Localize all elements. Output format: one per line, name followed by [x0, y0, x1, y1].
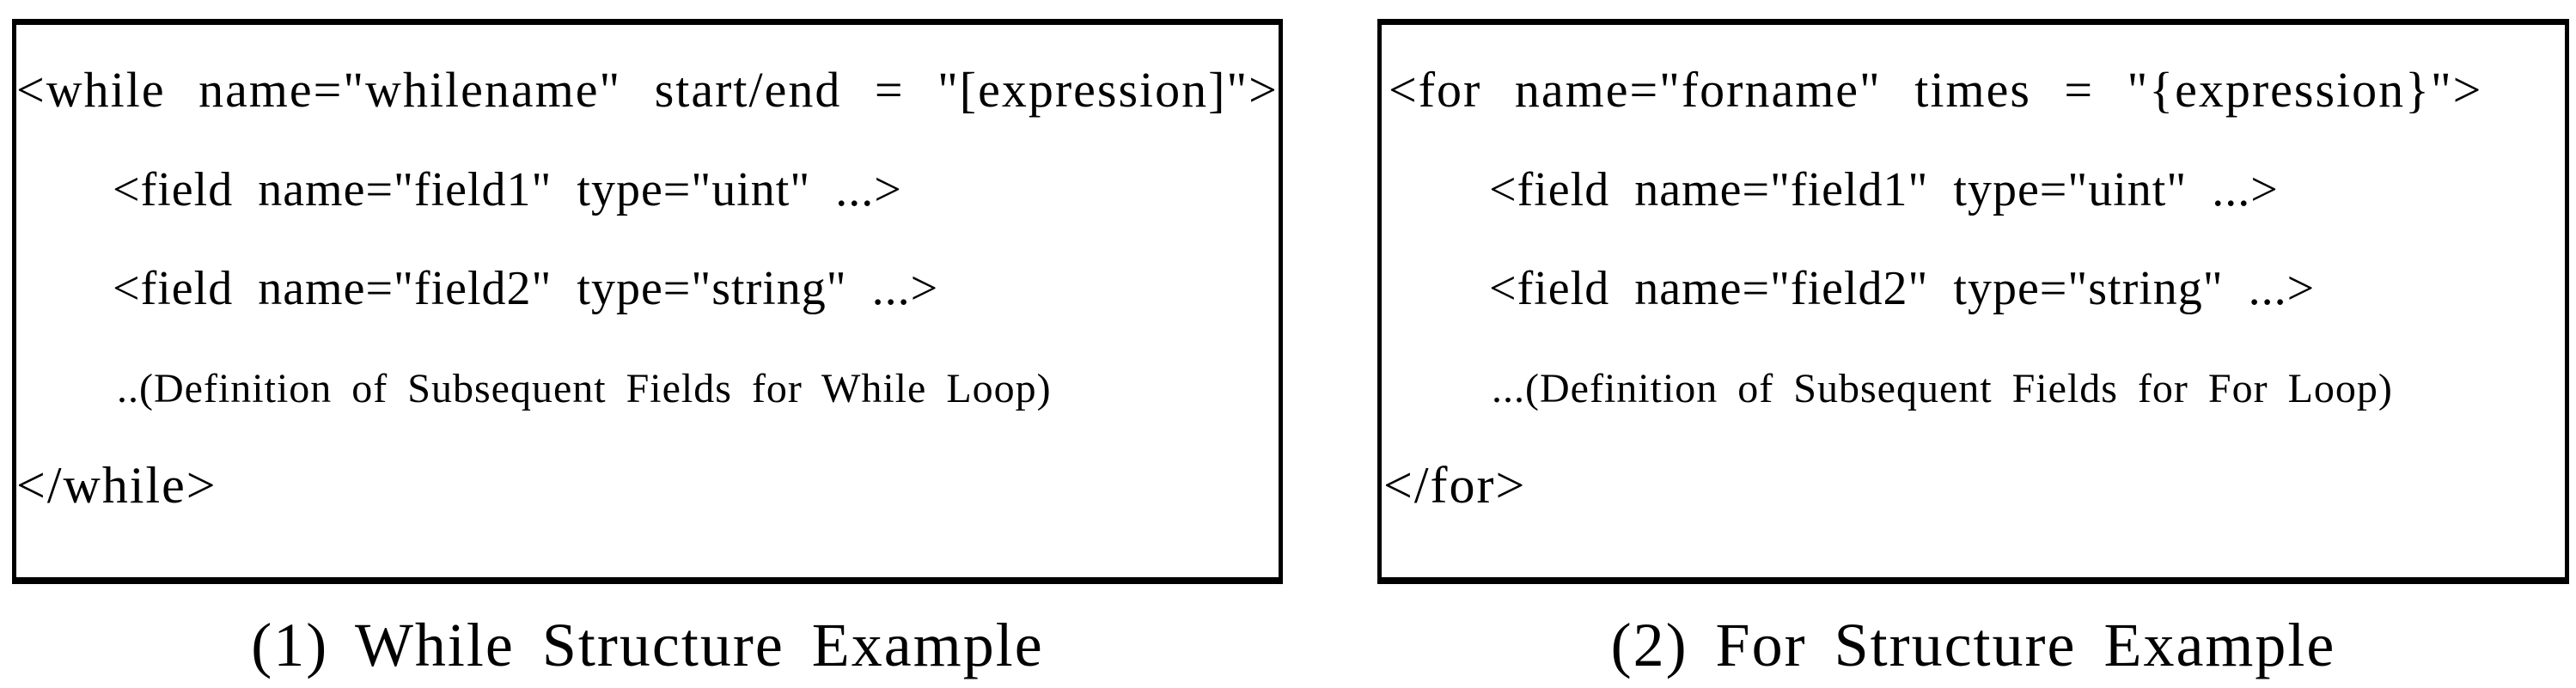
code-line-for-close: </for>: [1383, 457, 1527, 514]
for-example-box: <for name="forname" times = "{expression…: [1377, 19, 2569, 584]
code-line-while-close: </while>: [16, 457, 217, 514]
caption-for-structure-example: (2) For Structure Example: [1610, 611, 2336, 679]
code-line-while-subsequent-fields-note: ..(Definition of Subsequent Fields for W…: [117, 366, 1052, 411]
code-line-while-field1: <field name="field1" type="uint" ...>: [113, 163, 902, 216]
code-line-for-subsequent-fields-note: ...(Definition of Subsequent Fields for …: [1492, 366, 2393, 411]
code-line-for-field1: <field name="field1" type="uint" ...>: [1489, 163, 2279, 216]
caption-while-structure-example: (1) While Structure Example: [251, 611, 1044, 679]
code-line-for-field2: <field name="field2" type="string" ...>: [1489, 262, 2316, 315]
while-example-box: <while name="whilename" start/end = "[ex…: [12, 19, 1283, 584]
code-line-while-open: <while name="whilename" start/end = "[ex…: [16, 62, 1279, 118]
code-line-while-field2: <field name="field2" type="string" ...>: [113, 262, 939, 315]
code-line-for-open: <for name="forname" times = "{expression…: [1389, 62, 2483, 118]
